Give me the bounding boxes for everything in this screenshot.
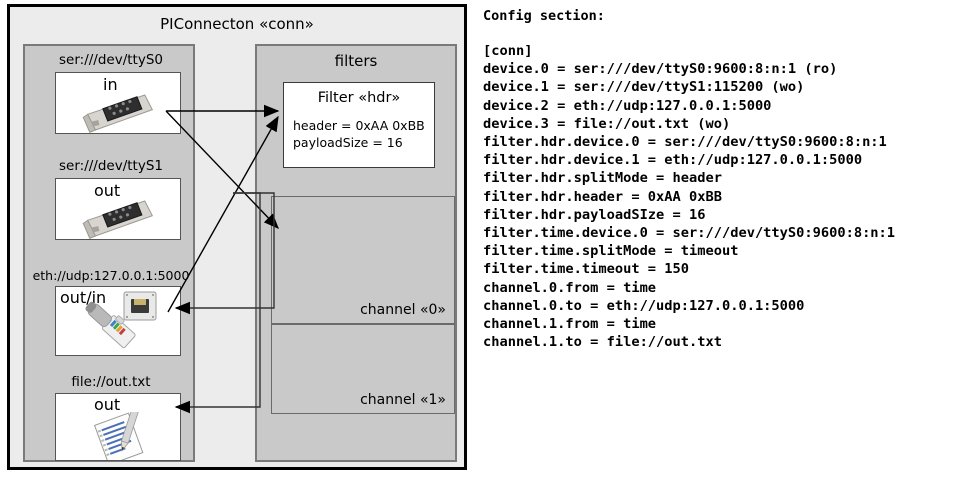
config-line: filter.hdr.payloadSIze = 16	[483, 206, 706, 223]
filter-title-hdr: Filter «hdr»	[317, 90, 401, 106]
diagram-title: PIConnecton «conn»	[160, 15, 314, 33]
config-line: channel.1.from = time	[483, 316, 657, 333]
config-line: device.2 = eth://udp:127.0.0.1:5000	[483, 97, 772, 114]
channel-area-0: channel «0»	[271, 196, 455, 324]
channel-label-0: channel «0»	[360, 302, 446, 318]
text-document-icon	[93, 412, 144, 460]
filter-attr-payloadsize: payloadSize = 16	[293, 135, 403, 150]
config-line: filter.time.timeout = 150	[483, 261, 690, 278]
ethernet-plug-icon	[85, 291, 157, 349]
config-section: Config section: [conn] device.0 = ser://…	[483, 8, 958, 351]
device-box-ttys1[interactable]: out	[55, 178, 181, 240]
config-lines: [conn] device.0 = ser:///dev/ttyS0:9600:…	[483, 42, 958, 351]
config-line: filter.hdr.device.1 = eth://udp:127.0.0.…	[483, 152, 863, 169]
device-direction-eth: out/in	[60, 288, 107, 307]
device-box-ttys0[interactable]: in	[55, 72, 181, 134]
config-heading: Config section:	[483, 8, 605, 24]
config-line: device.1 = ser:///dev/ttyS1:115200 (wo)	[483, 79, 805, 96]
device-box-eth[interactable]: out/in	[55, 286, 181, 356]
config-line: [conn]	[483, 43, 533, 59]
config-line: device.0 = ser:///dev/ttyS0:9600:8:n:1 (…	[483, 61, 838, 78]
config-line: channel.0.from = time	[483, 279, 657, 296]
config-line: channel.0.to = eth://udp:127.0.0.1:5000	[483, 297, 805, 314]
filter-box-hdr[interactable]: Filter «hdr» header = 0xAA 0xBB payloadS…	[283, 82, 435, 168]
serial-port-icon	[82, 200, 154, 239]
config-line: filter.hdr.header = 0xAA 0xBB	[483, 188, 722, 205]
device-label-eth: eth://udp:127.0.0.1:5000	[32, 268, 190, 283]
device-label-ttys1: ser:///dev/ttyS1	[59, 158, 163, 174]
config-line: filter.time.splitMode = timeout	[483, 243, 739, 260]
devices-panel: ser:///dev/ttyS0 in	[23, 44, 195, 462]
config-line: filter.time.device.0 = ser:///dev/ttyS0:…	[483, 225, 896, 242]
filter-attr-header: header = 0xAA 0xBB	[293, 118, 425, 133]
config-line: filter.hdr.splitMode = header	[483, 170, 722, 187]
channel-label-1: channel «1»	[360, 392, 446, 408]
device-direction-ttys1: out	[94, 181, 121, 200]
config-line: filter.hdr.device.0 = ser:///dev/ttyS0:9…	[483, 134, 887, 151]
device-label-ttys0: ser:///dev/ttyS0	[59, 52, 163, 68]
channel-area-1: channel «1»	[271, 324, 455, 414]
serial-port-icon	[82, 94, 154, 133]
device-direction-file: out	[94, 395, 121, 414]
device-box-file[interactable]: out	[55, 393, 181, 461]
filters-panel-title: filters	[334, 52, 378, 70]
filters-panel: filters Filter «hdr» header = 0xAA 0xBB …	[255, 44, 457, 462]
device-label-file: file://out.txt	[71, 374, 151, 390]
config-line: channel.1.to = file://out.txt	[483, 334, 722, 351]
device-direction-ttys0: in	[103, 75, 118, 94]
config-line: device.3 = file://out.txt (wo)	[483, 115, 731, 132]
connector-diagram: PIConnecton «conn» ser:///dev/ttyS0 in	[7, 4, 467, 470]
